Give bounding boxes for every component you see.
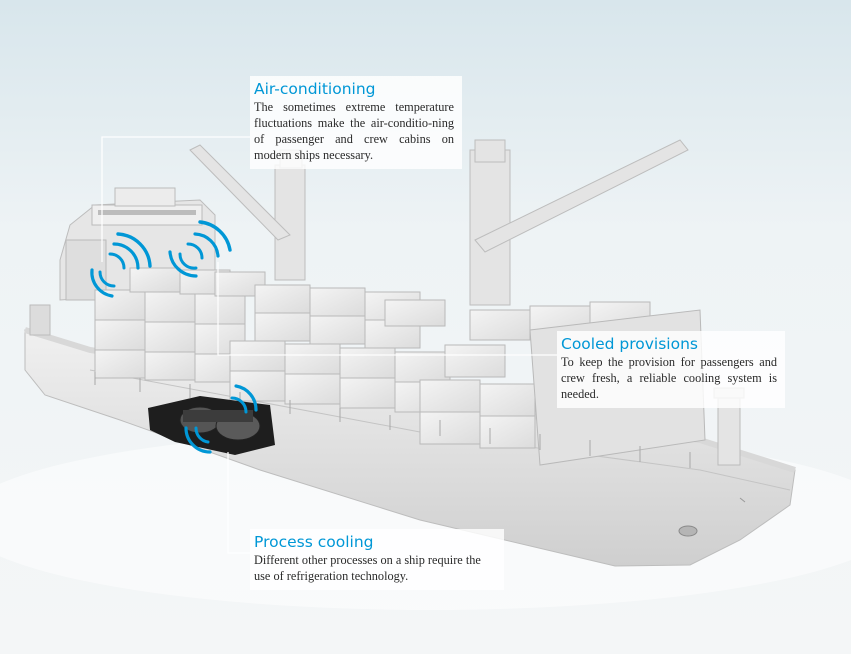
engine-room-cutaway — [148, 396, 275, 455]
callout-body: To keep the provision for passengers and… — [561, 355, 777, 401]
hull-ribs — [94, 372, 691, 468]
cranes — [189, 139, 689, 306]
callout-body: The sometimes extreme temperature fluctu… — [254, 100, 454, 162]
leader-lines — [101, 136, 557, 554]
cooling-signal-icon-ac-right — [168, 220, 232, 278]
callout-body: Different other processes on a ship requ… — [254, 553, 481, 583]
callout-process-cooling: Process cooling Different other processe… — [250, 529, 504, 590]
cooling-signal-icon-process — [184, 384, 258, 454]
cooling-signal-icon-ac-left — [90, 232, 152, 298]
callout-cooled-provisions: Cooled provisions To keep the provision … — [557, 331, 785, 408]
callout-title: Cooled provisions — [561, 335, 698, 353]
callout-title: Process cooling — [254, 533, 374, 551]
callout-air-conditioning: Air-conditioning The sometimes extreme t… — [250, 76, 462, 169]
callout-title: Air-conditioning — [254, 80, 376, 98]
